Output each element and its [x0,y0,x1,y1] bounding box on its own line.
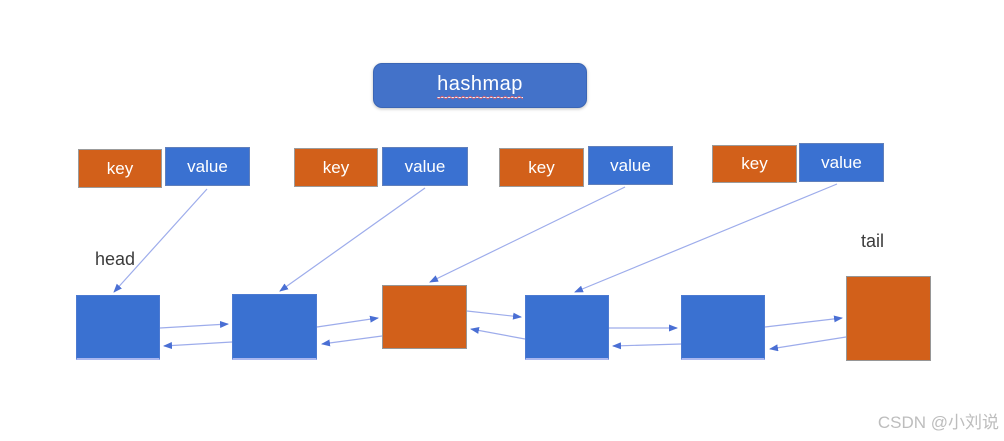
node-4 [525,295,609,360]
key-box-3: key [499,148,584,187]
tail-label: tail [861,231,885,251]
hashmap-title-label: hashmap [437,73,523,98]
key-box-2: key [294,148,378,187]
node-2 [232,294,317,360]
arrow-node-5-to-node-4 [612,342,682,350]
arrow-node-5-to-node-6 [764,315,843,328]
arrow-value-1-to-node-1 [113,188,208,293]
node-5 [681,295,765,360]
arrow-node-4-to-node-3 [470,327,526,340]
arrow-node-2-to-node-1 [163,341,233,350]
value-box-3: value [588,146,673,185]
node-6 [846,276,931,361]
arrow-value-3-to-node-3 [429,186,626,283]
hashmap-title-box: hashmap [373,63,587,108]
key-box-4: key [712,145,797,183]
head-label: head [95,249,136,269]
arrow-node-3-to-node-4 [466,310,522,320]
arrow-node-2-to-node-3 [316,315,379,328]
arrow-node-1-to-node-2 [159,320,229,329]
arrow-value-2-to-node-2 [279,187,426,292]
node-1 [76,295,160,360]
watermark-text: CSDN @小刘说 [877,413,999,432]
value-box-4: value [799,143,884,182]
arrow-node-3-to-node-2 [321,335,383,347]
value-box-2: value [382,147,468,186]
key-box-1: key [78,149,162,188]
value-box-1: value [165,147,250,186]
node-3 [382,285,467,349]
arrow-node-6-to-node-5 [769,336,847,352]
arrow-value-4-to-node-4 [574,183,838,293]
